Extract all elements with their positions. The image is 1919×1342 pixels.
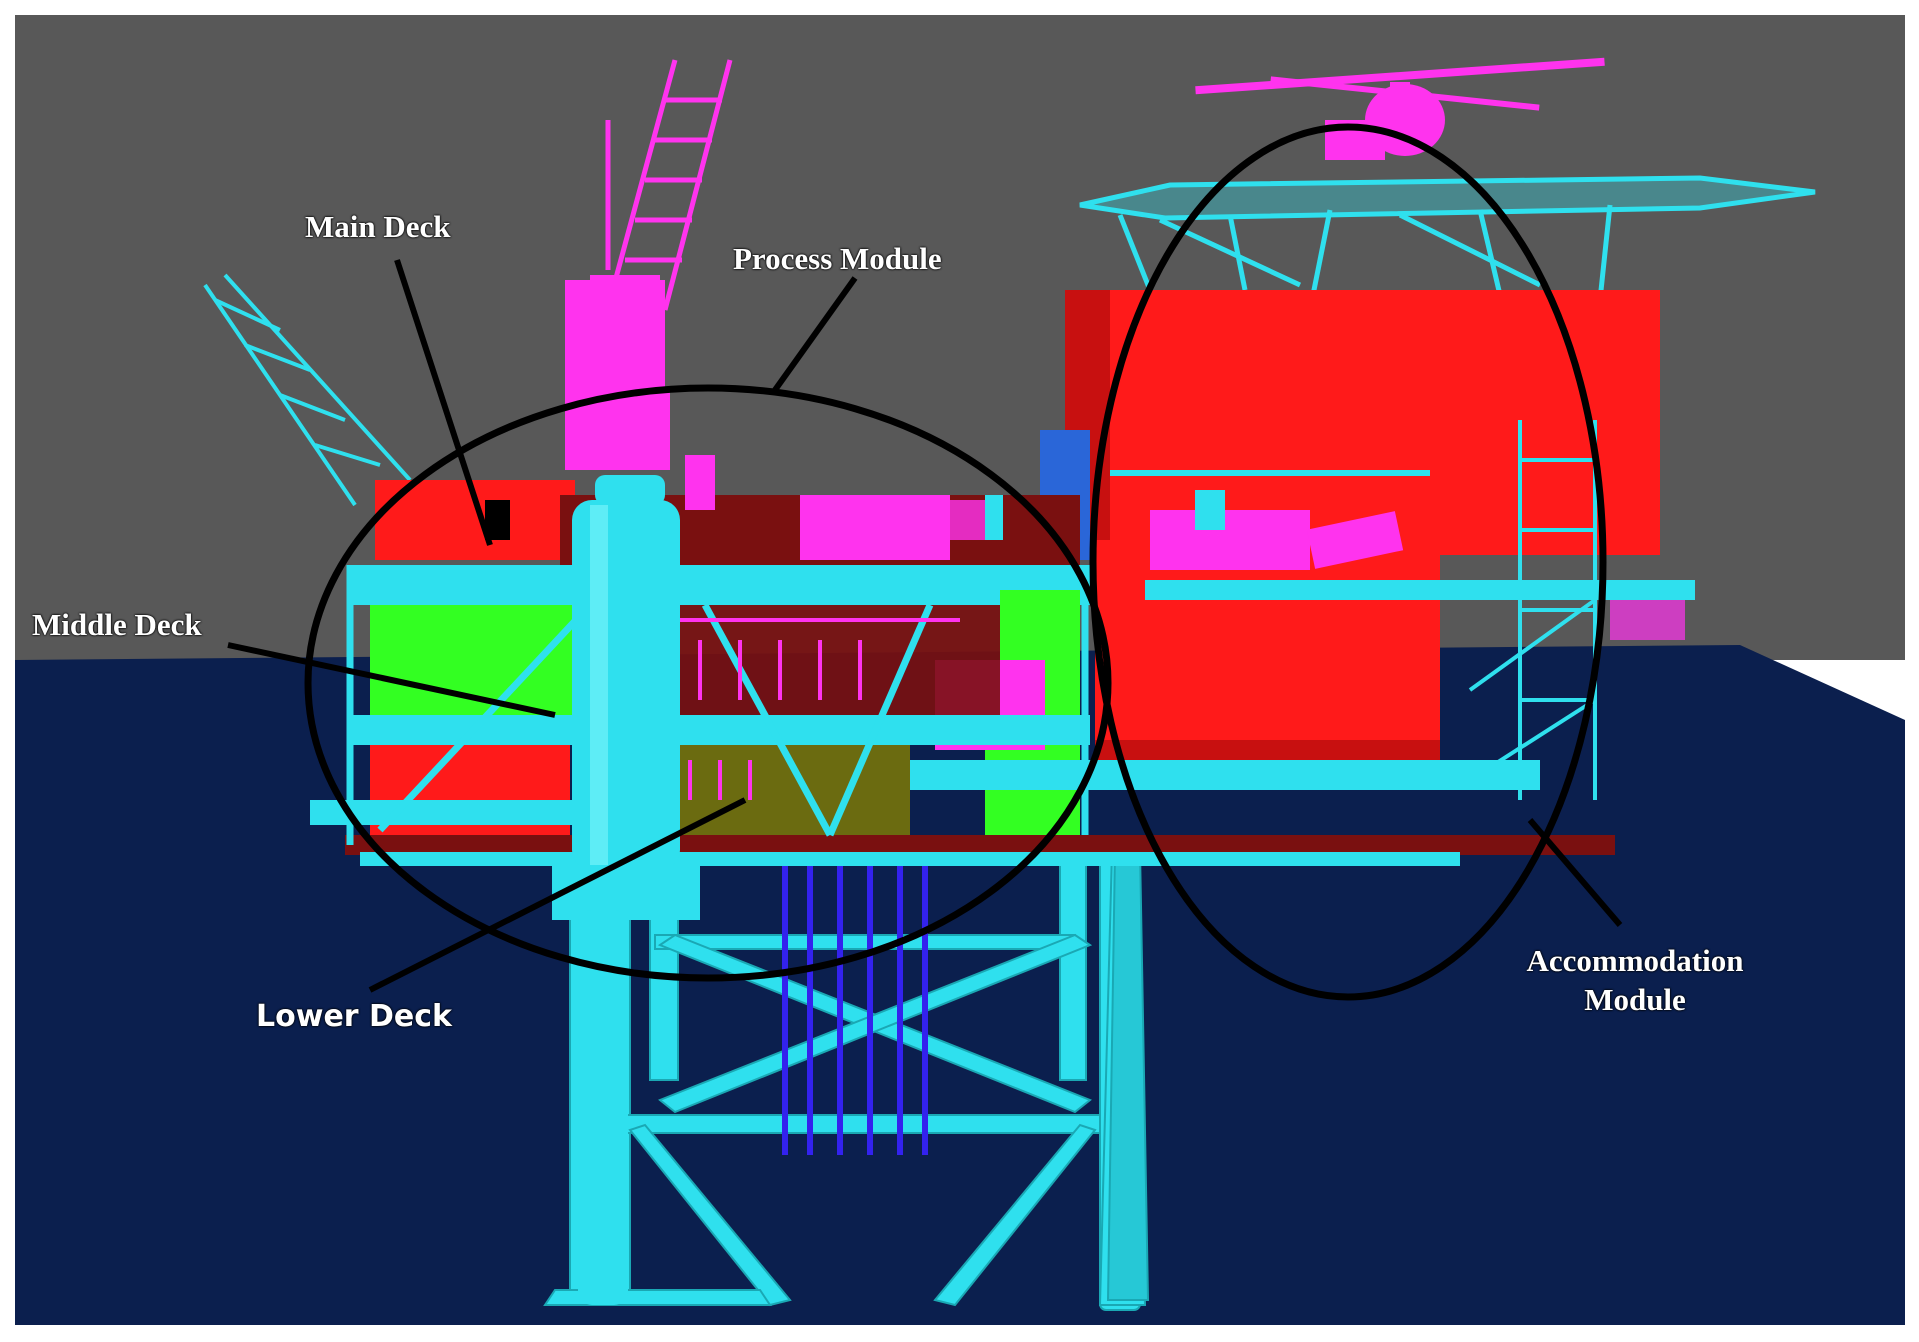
helideck [1079,175,1816,311]
central-column [552,275,715,1305]
label-process-module: Process Module [733,241,942,276]
leader-main-deck [394,259,493,546]
leader-lines [227,259,1623,993]
label-middle-deck: Middle Deck [32,607,202,642]
left-crane-boom [203,273,412,507]
conductor-risers [782,860,928,1155]
label-accommodation-line2: Module [1584,981,1686,1017]
process-bracing [346,565,1089,845]
leader-accommodation [1527,818,1623,927]
leader-process-module [772,276,858,392]
process-module-outline [304,384,1112,982]
label-lower-deck: Lower Deck [256,999,453,1034]
leader-middle-deck [227,642,556,718]
accommodation-module-outline [1089,123,1607,1001]
label-accommodation-module: Accommodation Module [1503,942,1767,1020]
label-accommodation-line1: Accommodation [1526,943,1744,978]
helicopter [1195,57,1605,160]
accommodation-equipment [1110,470,1685,640]
label-main-deck: Main Deck [305,209,451,244]
accommodation-stairs [1468,420,1597,800]
main-crane-boom [605,59,733,311]
leader-lower-deck [368,797,747,993]
